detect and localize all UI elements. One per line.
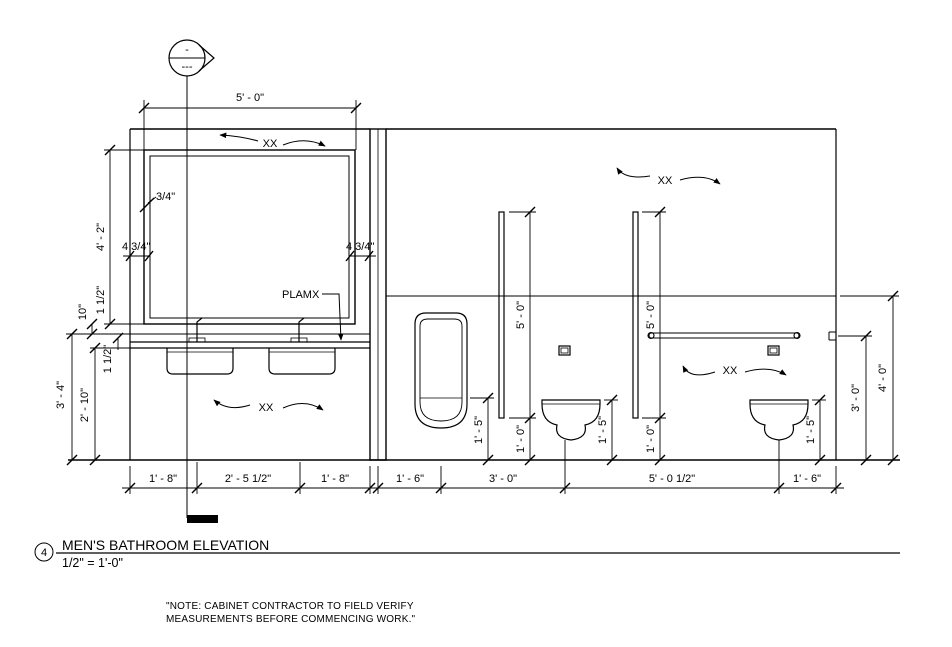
drawing-number: 4 bbox=[41, 547, 47, 559]
dim-urinal-height: 1' - 5" bbox=[473, 416, 485, 444]
dim-grab-bar-height: 3' - 0" bbox=[850, 384, 862, 412]
dim-seg-2: 2' - 5 1/2" bbox=[225, 473, 271, 485]
note-line-1: "NOTE: CABINET CONTRACTOR TO FIELD VERIF… bbox=[166, 601, 414, 612]
dim-partition-1-bottom: 1' - 0" bbox=[515, 425, 527, 453]
urinal bbox=[414, 312, 468, 429]
title-block: 4 MEN'S BATHROOM ELEVATION 1/2" = 1'-0" bbox=[34, 537, 900, 570]
dim-wainscot-height: 4' - 0" bbox=[877, 364, 889, 392]
dim-backsplash-top: 1 1/2" bbox=[95, 286, 107, 314]
dim-seg-4: 1' - 6" bbox=[396, 473, 424, 485]
finish-tag-upper-wall: XX bbox=[658, 175, 673, 187]
finish-tag-stall-wall: XX bbox=[723, 365, 738, 377]
dim-side-right: 4 3/4" bbox=[346, 241, 374, 253]
dimension-lines bbox=[66, 100, 899, 494]
dim-toilet-1-height: 1' - 5" bbox=[597, 416, 609, 444]
finish-tag-lower-wall: XX bbox=[259, 402, 274, 414]
dim-backsplash: 10" bbox=[77, 304, 89, 320]
dimension-text: 5' - 0" 4' - 2" 3/4" 4 3/4" 4 3/4" 1 1/2… bbox=[55, 92, 889, 485]
dim-seg-3: 1' - 8" bbox=[321, 473, 349, 485]
dim-mirror-height: 4' - 2" bbox=[95, 223, 107, 251]
dim-counter-height: 3' - 4" bbox=[55, 381, 67, 409]
wall-outline bbox=[68, 128, 900, 461]
drawing-title: MEN'S BATHROOM ELEVATION bbox=[62, 537, 269, 553]
dim-frame-trim: 3/4" bbox=[156, 191, 175, 203]
dim-seg-6: 5' - 0 1/2" bbox=[649, 473, 695, 485]
contractor-note: "NOTE: CABINET CONTRACTOR TO FIELD VERIF… bbox=[166, 601, 416, 625]
toilet-1 bbox=[541, 345, 601, 441]
finish-tag-mirror-wall: XX bbox=[263, 138, 278, 150]
dim-seg-7: 1' - 6" bbox=[793, 473, 821, 485]
plamx-leader bbox=[322, 293, 344, 341]
vanity bbox=[130, 317, 370, 375]
section-marker-bottom: --- bbox=[182, 61, 193, 73]
sink-right bbox=[268, 317, 336, 375]
dim-apron-height: 2' - 10" bbox=[79, 388, 91, 422]
material-tag-plamx: PLAMX bbox=[282, 289, 320, 301]
section-marker: - --- bbox=[168, 39, 218, 523]
finish-labels: XX XX XX XX PLAMX bbox=[259, 138, 738, 414]
grab-bar bbox=[647, 331, 836, 341]
toilet-2 bbox=[749, 345, 809, 441]
dim-counter-thk: 1 1/2" bbox=[102, 345, 114, 373]
dim-seg-5: 3' - 0" bbox=[489, 473, 517, 485]
section-marker-top: - bbox=[185, 44, 189, 56]
dim-side-left: 4 3/4" bbox=[122, 241, 150, 253]
mirror bbox=[143, 149, 356, 325]
dim-toilet-2-height: 1' - 5" bbox=[805, 416, 817, 444]
dim-partition-1-height: 5' - 0" bbox=[515, 301, 527, 329]
note-line-2: MEASUREMENTS BEFORE COMMENCING WORK." bbox=[166, 614, 416, 625]
partitions bbox=[498, 211, 639, 419]
section-cut-indicator bbox=[187, 515, 218, 523]
dim-partition-2-bottom: 1' - 0" bbox=[645, 425, 657, 453]
drawing-scale: 1/2" = 1'-0" bbox=[62, 556, 123, 570]
dim-mirror-width: 5' - 0" bbox=[236, 92, 264, 104]
dim-seg-1: 1' - 8" bbox=[149, 473, 177, 485]
sink-left bbox=[166, 317, 234, 375]
dim-partition-2-height: 5' - 0" bbox=[645, 301, 657, 329]
finish-arrows bbox=[213, 132, 787, 411]
